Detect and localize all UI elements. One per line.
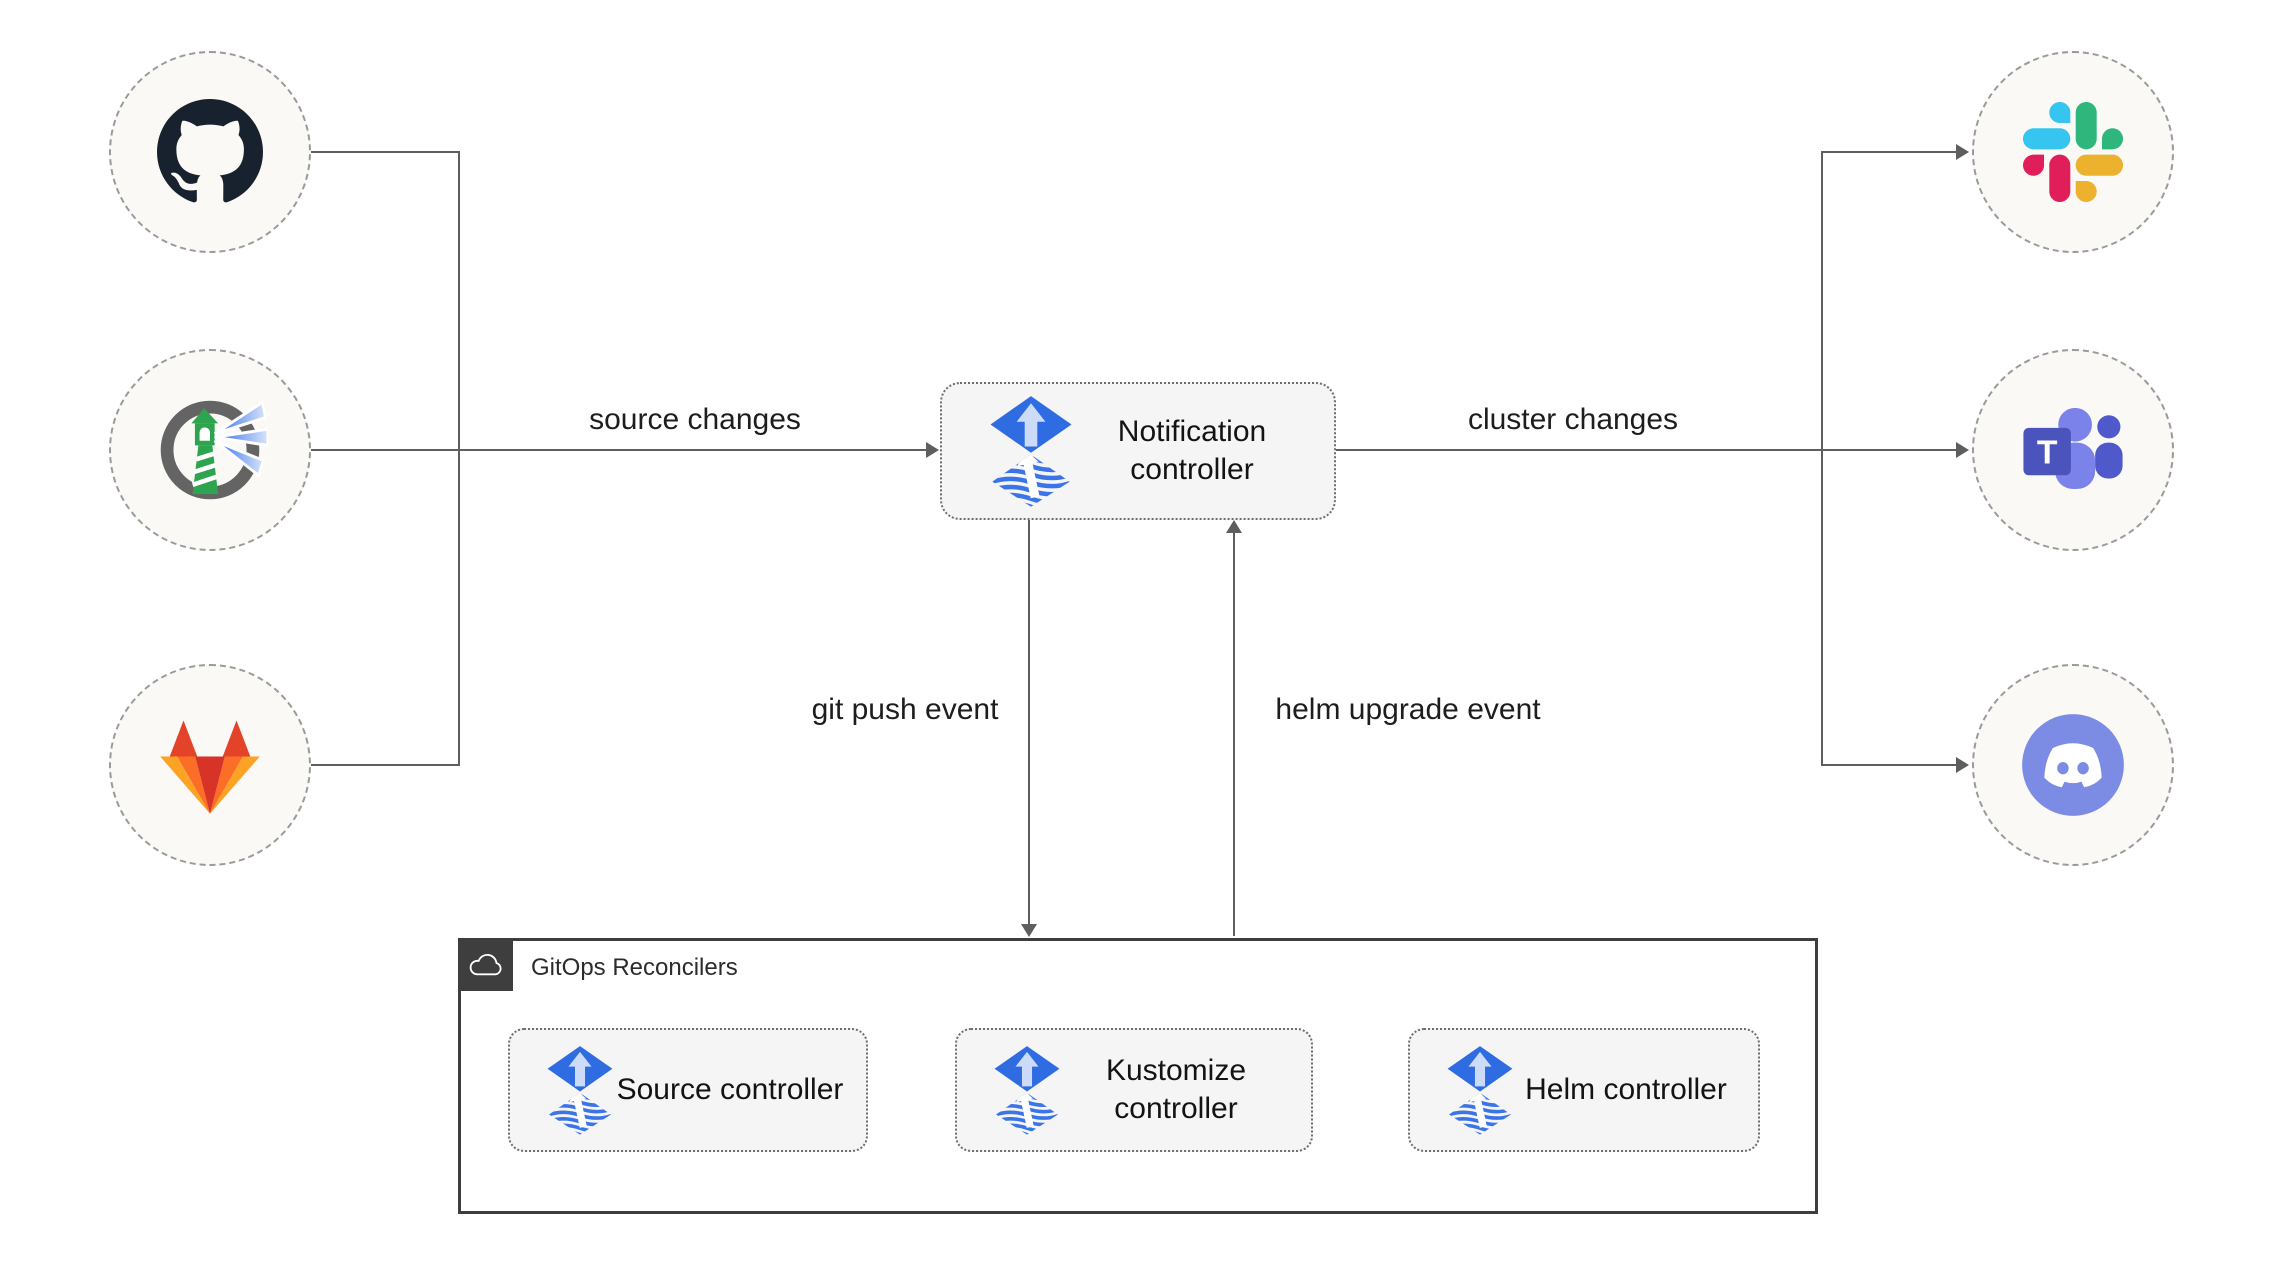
edge-git-push-arrowhead	[1021, 924, 1037, 937]
flux-icon	[1444, 1045, 1516, 1135]
edge-label-cluster-changes: cluster changes	[1467, 403, 1679, 436]
group-title: GitOps Reconcilers	[531, 954, 738, 981]
edge-cluster-changes-line	[1336, 449, 1956, 451]
flux-icon	[986, 395, 1076, 507]
edge-gitlab-to-junction-line	[311, 764, 459, 766]
edge-to-slack-line	[1822, 151, 1956, 153]
edge-label-helm-upgrade-event: helm upgrade event	[1275, 693, 1541, 726]
edge-github-to-junction-line	[311, 151, 459, 153]
node-label-notification: Notification controller	[1117, 415, 1267, 486]
node-harbor	[109, 349, 311, 551]
teams-icon	[2015, 397, 2131, 503]
edge-source-changes-line	[311, 449, 926, 451]
group-badge	[458, 938, 513, 991]
edge-left-junction-line	[458, 151, 460, 766]
harbor-icon	[152, 392, 268, 508]
flux-icon	[544, 1045, 616, 1135]
node-helm-controller: Helm controller	[1408, 1028, 1760, 1152]
node-label-helm: Helm controller	[1525, 1073, 1727, 1107]
node-github	[109, 51, 311, 253]
edge-helm-upgrade-line	[1233, 533, 1235, 936]
flux-icon	[991, 1045, 1063, 1135]
discord-icon	[2020, 712, 2126, 818]
edge-label-source-changes: source changes	[589, 403, 801, 436]
edge-label-git-push-event: git push event	[811, 693, 999, 726]
node-kustomize-controller: Kustomize controller	[955, 1028, 1313, 1152]
edge-source-changes-arrowhead	[926, 442, 939, 458]
edge-right-junction-line	[1821, 151, 1823, 766]
node-discord	[1972, 664, 2174, 866]
edge-helm-upgrade-arrowhead	[1226, 520, 1242, 533]
edge-git-push-line	[1028, 520, 1030, 924]
edge-slack-arrowhead	[1956, 144, 1969, 160]
github-icon	[157, 99, 263, 205]
node-label-kustomize: Kustomize controller	[1105, 1054, 1247, 1125]
node-notification-controller: Notification controller	[940, 382, 1336, 520]
edge-teams-arrowhead	[1956, 442, 1969, 458]
edge-discord-arrowhead	[1956, 757, 1969, 773]
slack-icon	[2023, 102, 2123, 202]
node-source-controller: Source controller	[508, 1028, 868, 1152]
node-teams	[1972, 349, 2174, 551]
edge-to-discord-line	[1822, 764, 1956, 766]
node-label-source: Source controller	[616, 1073, 844, 1107]
node-gitlab	[109, 664, 311, 866]
cloud-icon	[467, 951, 505, 978]
gitlab-icon	[157, 716, 263, 814]
node-slack	[1972, 51, 2174, 253]
